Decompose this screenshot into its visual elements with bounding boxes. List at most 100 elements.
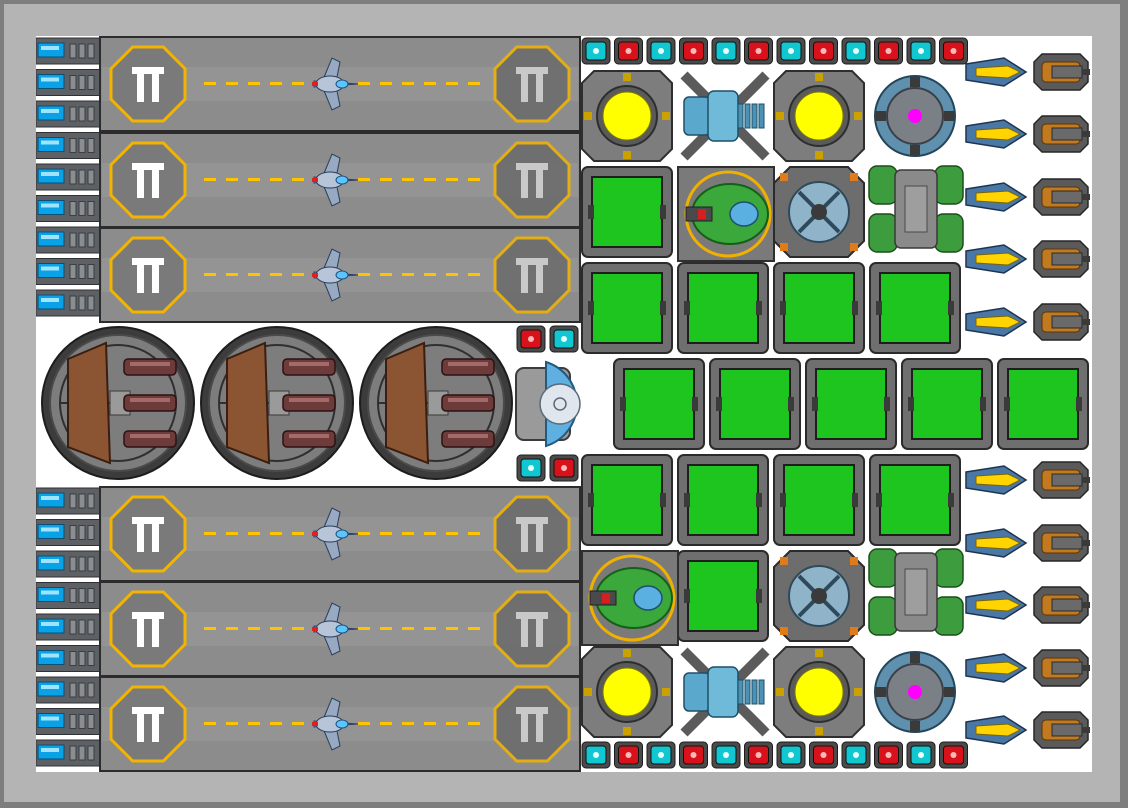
power-core-icon[interactable] xyxy=(515,360,581,448)
coolant-pump-icon[interactable] xyxy=(680,71,770,161)
cargo-bay-icon[interactable] xyxy=(677,262,769,354)
hangar-bay[interactable] xyxy=(99,36,581,132)
red-power-node-icon xyxy=(614,741,643,769)
wall-light-icon xyxy=(36,195,101,222)
hangar-bay[interactable] xyxy=(99,132,581,228)
fighter-ship-icon[interactable] xyxy=(312,507,359,561)
thruster-icon[interactable] xyxy=(965,465,1028,495)
cyan-power-node-icon xyxy=(549,325,579,353)
cargo-bay-icon[interactable] xyxy=(869,454,961,546)
hangar-bay[interactable] xyxy=(99,676,581,772)
cargo-bay-icon[interactable] xyxy=(677,454,769,546)
cannon-icon[interactable] xyxy=(1033,586,1090,624)
cargo-bay-icon[interactable] xyxy=(581,262,673,354)
thruster-icon[interactable] xyxy=(965,528,1028,558)
reactor-icon[interactable] xyxy=(581,70,673,162)
cannon-icon[interactable] xyxy=(1033,115,1090,153)
wall-light-icon xyxy=(36,163,101,191)
cargo-bay-icon[interactable] xyxy=(709,358,801,450)
thruster-icon[interactable] xyxy=(965,590,1028,620)
cyan-power-node-icon xyxy=(906,741,936,769)
fighter-ship-icon[interactable] xyxy=(312,248,359,302)
hub-module-icon[interactable] xyxy=(773,166,865,258)
cargo-bay-icon[interactable] xyxy=(997,358,1089,450)
thruster-icon[interactable] xyxy=(965,182,1028,212)
wall-light-icon xyxy=(36,487,101,515)
fighter-ship-icon[interactable] xyxy=(312,153,359,207)
cannon-icon[interactable] xyxy=(1033,461,1090,499)
cyan-power-node-icon xyxy=(776,37,806,65)
cannon-icon[interactable] xyxy=(1033,524,1090,562)
landing-pad-icon xyxy=(109,45,187,123)
thruster-icon[interactable] xyxy=(965,119,1028,149)
red-power-node-icon xyxy=(939,741,968,769)
cannon-icon[interactable] xyxy=(1033,649,1090,687)
cyan-power-node-icon xyxy=(646,741,676,769)
hub-module-icon[interactable] xyxy=(773,550,865,642)
red-power-node-icon xyxy=(809,741,838,769)
fighter-ship-icon[interactable] xyxy=(312,57,359,111)
wall-light-icon xyxy=(36,645,101,672)
cargo-bay-icon[interactable] xyxy=(613,358,705,450)
fighter-ship-icon[interactable] xyxy=(312,602,359,656)
thruster-icon[interactable] xyxy=(965,244,1028,274)
cannon-icon[interactable] xyxy=(1033,53,1090,91)
landing-pad-end-icon xyxy=(493,590,571,668)
cannon-icon[interactable] xyxy=(1033,711,1090,749)
red-power-node-icon xyxy=(874,741,903,769)
wall-light-icon xyxy=(36,613,101,641)
thruster-icon[interactable] xyxy=(965,307,1028,337)
red-power-node-icon xyxy=(516,325,546,353)
shield-generator-icon[interactable] xyxy=(874,75,956,157)
red-power-node-icon xyxy=(874,37,903,65)
cyan-power-node-icon xyxy=(516,454,546,482)
triple-cannon-turret-icon[interactable] xyxy=(41,326,195,480)
cannon-icon[interactable] xyxy=(1033,240,1090,278)
cargo-bay-icon[interactable] xyxy=(773,454,865,546)
thruster-icon[interactable] xyxy=(965,57,1028,87)
cargo-bay-icon[interactable] xyxy=(677,550,769,642)
landing-pad-end-icon xyxy=(493,236,571,314)
wall-light-icon xyxy=(36,289,101,317)
fighter-ship-icon[interactable] xyxy=(312,697,359,751)
reactor-icon[interactable] xyxy=(581,646,673,738)
cyan-power-node-icon xyxy=(776,741,806,769)
cargo-bay-icon[interactable] xyxy=(773,262,865,354)
cannon-icon[interactable] xyxy=(1033,178,1090,216)
cyan-power-node-icon xyxy=(711,741,741,769)
wall-light-icon xyxy=(36,739,101,767)
triple-cannon-turret-icon[interactable] xyxy=(359,326,513,480)
cyan-power-node-icon xyxy=(581,741,611,769)
cyan-power-node-icon xyxy=(646,37,676,65)
cyan-power-node-icon xyxy=(906,37,936,65)
wall-light-icon xyxy=(36,708,101,735)
thruster-icon[interactable] xyxy=(965,653,1028,683)
hangar-bay[interactable] xyxy=(99,581,581,677)
fuel-tank-icon[interactable] xyxy=(868,548,964,636)
coolant-pump-icon[interactable] xyxy=(680,647,770,737)
red-power-node-icon xyxy=(744,741,773,769)
reactor-icon[interactable] xyxy=(773,70,865,162)
reactor-icon[interactable] xyxy=(773,646,865,738)
cargo-bay-icon[interactable] xyxy=(805,358,897,450)
cargo-bay-icon[interactable] xyxy=(901,358,993,450)
cannon-icon[interactable] xyxy=(1033,303,1090,341)
shield-generator-icon[interactable] xyxy=(874,651,956,733)
hangar-bay[interactable] xyxy=(99,486,581,582)
wall-light-icon xyxy=(36,582,101,609)
wall-light-icon xyxy=(36,258,101,285)
wall-light-icon xyxy=(36,226,101,254)
wall-light-icon xyxy=(36,676,101,704)
command-pod-icon[interactable] xyxy=(581,550,679,646)
cargo-bay-icon[interactable] xyxy=(581,454,673,546)
red-power-node-icon xyxy=(679,741,708,769)
fuel-tank-icon[interactable] xyxy=(868,165,964,253)
command-pod-icon[interactable] xyxy=(677,166,775,262)
triple-cannon-turret-icon[interactable] xyxy=(200,326,354,480)
landing-pad-end-icon xyxy=(493,141,571,219)
hangar-bay[interactable] xyxy=(99,227,581,323)
cargo-bay-icon[interactable] xyxy=(581,166,673,258)
cargo-bay-icon[interactable] xyxy=(869,262,961,354)
wall-light-icon xyxy=(36,100,101,128)
thruster-icon[interactable] xyxy=(965,715,1028,745)
